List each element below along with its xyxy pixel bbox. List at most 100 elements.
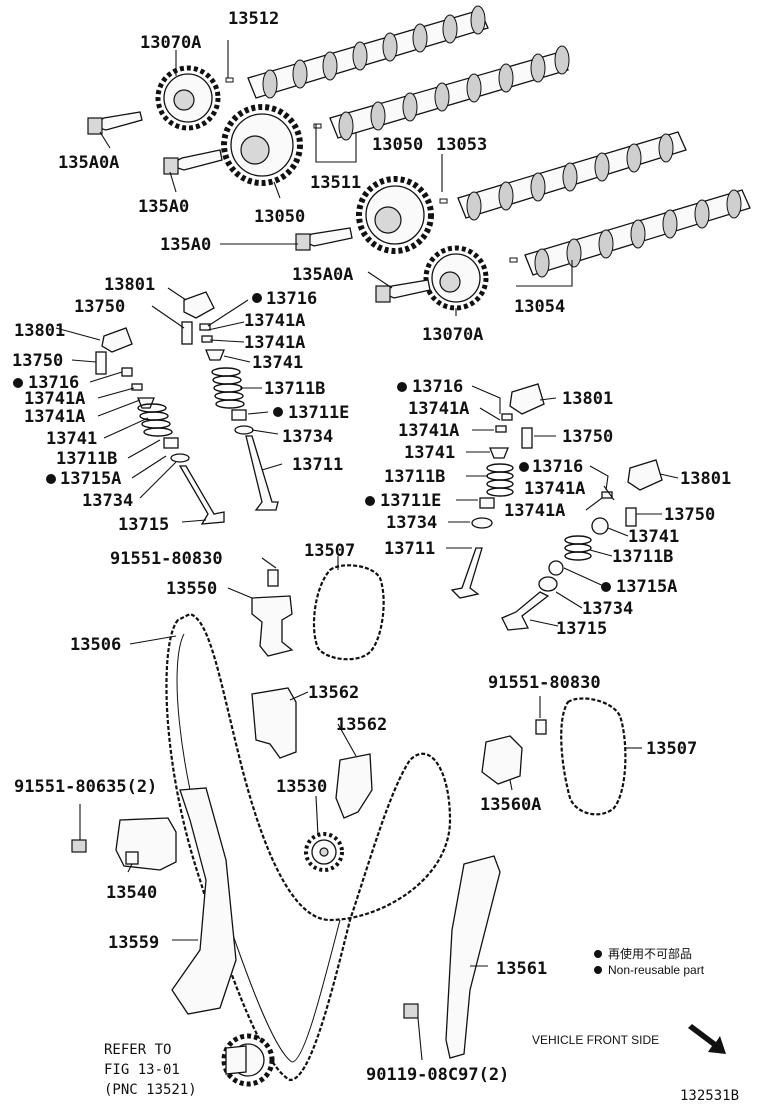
part-labels: 13070A 13512 135A0A 135A0 13050 13050 13… [12, 9, 731, 1085]
label-13550: 13550 [166, 579, 217, 599]
camshaft-intake-left [247, 5, 489, 99]
camshaft-exhaust-left [329, 45, 570, 141]
refer-line-1: REFER TO [104, 1042, 171, 1058]
valve-group-left [95, 291, 279, 525]
non-reusable-marker [252, 293, 262, 303]
non-reusable-marker [601, 582, 611, 592]
label-135A0A-top: 135A0A [58, 153, 119, 173]
label-13711-ra: 13711 [384, 539, 435, 559]
bolt-135A0-mid [295, 227, 353, 251]
label-13734-a: 13734 [282, 427, 333, 447]
non-reusable-marker [46, 474, 56, 484]
label-13511: 13511 [310, 173, 361, 193]
label-13715A-rb: 13715A [616, 577, 677, 597]
knock-pins [225, 77, 518, 263]
refer-line-2: FIG 13-01 [104, 1062, 180, 1078]
label-91551-80635: 91551-80635(2) [14, 777, 157, 797]
label-13741-ra: 13741 [404, 443, 455, 463]
label-13562-b: 13562 [336, 715, 387, 735]
label-13741-a: 13741 [252, 353, 303, 373]
label-13716-ra: 13716 [412, 377, 463, 397]
legend-dot-zh [594, 950, 602, 958]
label-13741-rb: 13741 [628, 527, 679, 547]
label-13750-rb: 13750 [664, 505, 715, 525]
label-13716-rb: 13716 [532, 457, 583, 477]
label-13070A-mid: 13070A [422, 325, 483, 345]
tensioner-13560A [481, 719, 547, 785]
label-13741A-b2: 13741A [24, 407, 85, 427]
label-13734-b: 13734 [82, 491, 133, 511]
label-13801-b: 13801 [14, 321, 65, 341]
vvt-gear-13050-left [221, 104, 303, 186]
bolt-135A0-top [163, 149, 223, 175]
refer-line-3: (PNC 13521) [104, 1082, 197, 1098]
guide-13562-b [335, 753, 373, 819]
label-13559: 13559 [108, 933, 159, 953]
label-13801-rb: 13801 [680, 469, 731, 489]
label-13512: 13512 [228, 9, 279, 29]
label-135A0-mid: 135A0 [160, 235, 211, 255]
label-13741A-rb2: 13741A [504, 501, 565, 521]
non-reusable-marker [365, 496, 375, 506]
label-13715A-b: 13715A [60, 469, 121, 489]
label-13711B-rb: 13711B [612, 547, 673, 567]
label-13050-right: 13050 [372, 135, 423, 155]
label-13741A-b1: 13741A [24, 389, 85, 409]
legend-dot-en [594, 966, 602, 974]
non-reusable-marker [519, 462, 529, 472]
tensioner-13540 [71, 817, 177, 871]
label-13711E-a: 13711E [288, 403, 349, 423]
label-13711B-ra: 13711B [384, 467, 445, 487]
timing-chain-13507-b [560, 697, 627, 816]
label-91551-80830-a: 91551-80830 [110, 549, 223, 569]
label-13715-rb: 13715 [556, 619, 607, 639]
vehicle-front-label: VEHICLE FRONT SIDE [532, 1033, 659, 1047]
camshaft-intake-right [457, 131, 687, 221]
label-13734-rb: 13734 [582, 599, 633, 619]
label-13561: 13561 [496, 959, 547, 979]
chain-guide-13561 [403, 855, 501, 1059]
label-13050-left: 13050 [254, 207, 305, 227]
label-13716-b: 13716 [28, 373, 79, 393]
label-13711E-ra: 13711E [380, 491, 441, 511]
non-reusable-marker [397, 382, 407, 392]
legend-text-zh: 再使用不可部品 [608, 946, 692, 961]
label-13560A: 13560A [480, 795, 541, 815]
label-13741-b: 13741 [46, 429, 97, 449]
label-13741A-ra2: 13741A [398, 421, 459, 441]
legend-text-en: Non-reusable part [608, 963, 705, 977]
label-13741A-a2: 13741A [244, 333, 305, 353]
camshaft-exhaust-right [524, 189, 751, 278]
leader-lines [55, 40, 679, 1061]
label-13741A-a1: 13741A [244, 311, 305, 331]
non-reusable-marker [13, 378, 23, 388]
legend: 再使用不可部品 Non-reusable part [594, 946, 705, 977]
label-13507-a: 13507 [304, 541, 355, 561]
front-arrow-icon [688, 1024, 726, 1054]
label-13070A-top: 13070A [140, 33, 201, 53]
label-13801-a: 13801 [104, 275, 155, 295]
non-reusable-marker [273, 407, 283, 417]
sprocket-13530 [304, 832, 344, 872]
vehicle-front-indicator: VEHICLE FRONT SIDE [532, 1024, 726, 1054]
label-13734-ra: 13734 [386, 513, 437, 533]
label-13715-b: 13715 [118, 515, 169, 535]
label-13054: 13054 [514, 297, 565, 317]
vvt-gear-13070A-top [155, 65, 221, 131]
label-135A0A-mid: 135A0A [292, 265, 353, 285]
chain-slipper-13559 [171, 787, 237, 1015]
label-90119: 90119-08C97(2) [366, 1065, 509, 1085]
label-13750-a: 13750 [74, 297, 125, 317]
label-13530: 13530 [276, 777, 327, 797]
crank-sprocket [221, 1033, 275, 1087]
guide-13562-a [251, 687, 297, 759]
label-13562-a: 13562 [308, 683, 359, 703]
valve-group-right [450, 383, 663, 631]
label-13741A-rb1: 13741A [524, 479, 585, 499]
figure-id: 132531B [680, 1088, 739, 1104]
label-13716-a: 13716 [266, 289, 317, 309]
label-13801-ra: 13801 [562, 389, 613, 409]
label-13741A-ra1: 13741A [408, 399, 469, 419]
label-13053: 13053 [436, 135, 487, 155]
